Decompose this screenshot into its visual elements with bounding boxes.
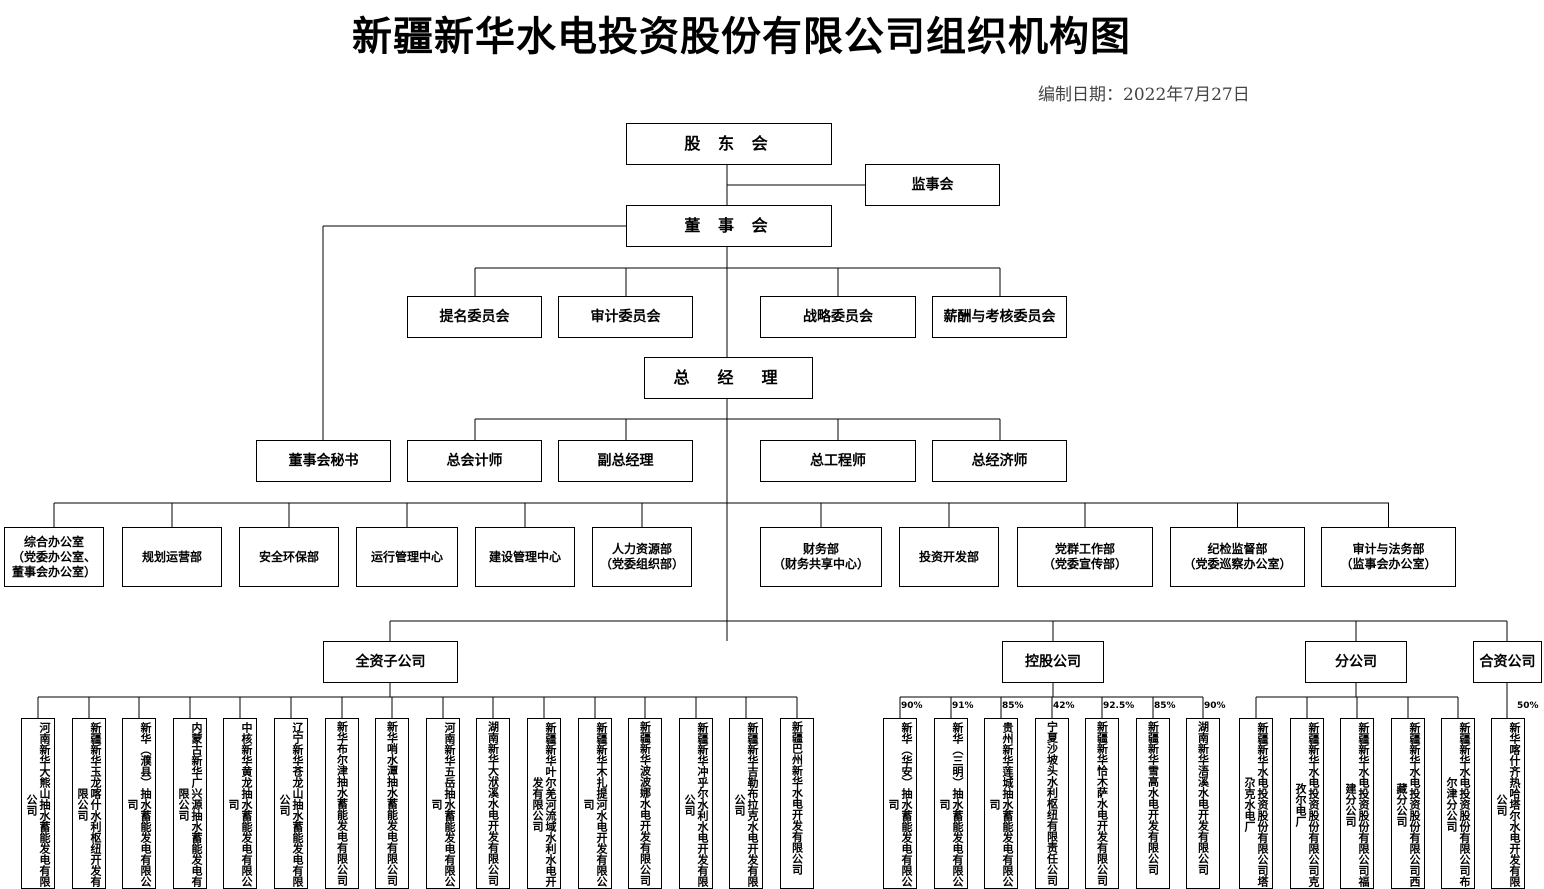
branch-company[interactable]: 新疆新华水电投资股份有限公司克孜尔电厂 <box>1290 718 1324 889</box>
holding-company-label: 湖南新华浯溪水电开发有限公司 <box>1196 721 1210 875</box>
ownership-percentage: 85% <box>1154 701 1176 711</box>
wholly-owned-company[interactable]: 新华（濮县）抽水蓄能发电有限公司 <box>122 718 156 889</box>
wholly-owned-company-label: 新疆新华吉勒布拉克水电开发有限公司 <box>733 722 759 887</box>
wholly-owned-company-label: 河南新华五岳抽水蓄能发电有限公司 <box>430 722 456 887</box>
executive-box[interactable]: 副总经理 <box>558 440 693 482</box>
branch-company[interactable]: 新疆新华水电投资股份有限公司西藏分公司 <box>1391 718 1425 889</box>
wholly-owned-company-label: 新疆新华冲乎尔水利水电开发有限公司 <box>683 722 709 887</box>
holding-company[interactable]: 新华（三明）抽水蓄能发电有限公司 <box>934 718 968 889</box>
holding-company-label: 新华（华安）抽水蓄能发电有限公司 <box>887 722 913 887</box>
department-box[interactable]: 投资开发部 <box>899 527 999 587</box>
wholly-owned-company-label: 河南新华大熊山抽水蓄能发电有限公司 <box>25 722 51 887</box>
wholly-owned-company-label: 新疆新华叶尔羌河流域水利水电开发有限公司 <box>531 722 557 887</box>
branch-company-label: 新疆新华水电投资股份有限公司福建分公司 <box>1344 722 1370 887</box>
wholly-owned-company-label: 新华（濮县）抽水蓄能发电有限公司 <box>126 722 152 887</box>
wholly-owned-company-label: 新华布尔津抽水蓄能发电有限公司 <box>335 721 349 886</box>
branch-company-label: 新疆新华水电投资股份有限公司塔尕克水电厂 <box>1243 722 1269 887</box>
wholly-owned-company[interactable]: 湖南新华大洑溪水电开发有限公司 <box>476 718 510 889</box>
department-box[interactable]: 纪检监督部（党委巡察办公室） <box>1170 527 1305 587</box>
executive-box[interactable]: 总经济师 <box>932 440 1067 482</box>
branch-category[interactable]: 分公司 <box>1305 641 1407 683</box>
holding-company-label: 新疆新华恰木萨水电开发有限公司 <box>1095 721 1109 886</box>
general-manager-box[interactable]: 总 经 理 <box>644 357 813 399</box>
supervisors-box[interactable]: 监事会 <box>865 164 1000 206</box>
wholly-owned-company[interactable]: 新疆新华木扎提河水电开发有限公司 <box>578 718 612 889</box>
joint-venture-category[interactable]: 合资公司 <box>1473 641 1542 683</box>
page-title: 新疆新华水电投资股份有限公司组织机构图 <box>352 13 1131 60</box>
holding-company-label: 宁夏沙坡头水利枢纽有限责任公司 <box>1045 721 1059 886</box>
holding-company[interactable]: 新疆新华雪高水电开发有限公司 <box>1136 718 1170 889</box>
branch-company[interactable]: 新疆新华水电投资股份有限公司布尔津分公司 <box>1441 718 1475 889</box>
department-box[interactable]: 规划运营部 <box>122 527 222 587</box>
executive-box[interactable]: 总工程师 <box>760 440 916 482</box>
branch-company-label: 新疆新华水电投资股份有限公司布尔津分公司 <box>1445 722 1471 887</box>
wholly-owned-company[interactable]: 中核新华黄龙抽水蓄能发电有限公司 <box>223 718 257 889</box>
holding-company[interactable]: 新华（华安）抽水蓄能发电有限公司 <box>883 718 917 889</box>
wholly-owned-company[interactable]: 新疆新华玉龙喀什水利枢纽开发有限公司 <box>72 718 106 889</box>
joint-venture-company[interactable]: 新华喀什齐热哈塔尔水电开发有限公司 <box>1491 718 1525 889</box>
holding-company[interactable]: 湖南新华浯溪水电开发有限公司 <box>1186 718 1220 889</box>
wholly-owned-company[interactable]: 新疆巴州新华水电开发有限公司 <box>780 718 814 889</box>
wholly-owned-company-label: 新疆新华木扎提河水电开发有限公司 <box>582 722 608 887</box>
holding-company-label: 新华（三明）抽水蓄能发电有限公司 <box>938 722 964 887</box>
wholly-owned-company-label: 新疆新华玉龙喀什水利枢纽开发有限公司 <box>76 722 102 887</box>
wholly-owned-company-label: 辽宁新华苍龙山抽水蓄能发电有限公司 <box>278 722 304 887</box>
ownership-percentage: 90% <box>901 701 923 711</box>
compile-date: 编制日期：2022年7月27日 <box>1038 85 1250 105</box>
holding-category[interactable]: 控股公司 <box>1002 641 1104 683</box>
holding-company[interactable]: 新疆新华恰木萨水电开发有限公司 <box>1085 718 1119 889</box>
wholly-owned-company-label: 新疆巴州新华水电开发有限公司 <box>790 721 804 875</box>
holding-company[interactable]: 宁夏沙坡头水利枢纽有限责任公司 <box>1035 718 1069 889</box>
board-box[interactable]: 董 事 会 <box>626 205 832 247</box>
wholly-owned-company[interactable]: 新疆新华冲乎尔水利水电开发有限公司 <box>679 718 713 889</box>
branch-company[interactable]: 新疆新华水电投资股份有限公司福建分公司 <box>1340 718 1374 889</box>
department-box[interactable]: 审计与法务部（监事会办公室） <box>1321 527 1456 587</box>
wholly-owned-company[interactable]: 河南新华五岳抽水蓄能发电有限公司 <box>426 718 460 889</box>
wholly-owned-company-label: 湖南新华大洑溪水电开发有限公司 <box>486 721 500 886</box>
wholly-owned-company[interactable]: 新疆新华波波娜水电开发有限公司 <box>628 718 662 889</box>
department-box[interactable]: 运行管理中心 <box>356 527 458 587</box>
shareholders-box[interactable]: 股 东 会 <box>626 123 832 165</box>
committee-box[interactable]: 提名委员会 <box>407 296 542 338</box>
wholly-owned-company[interactable]: 新华哨水潭抽水蓄能发电有限公司 <box>375 718 409 889</box>
wholly-owned-company[interactable]: 新疆新华叶尔羌河流域水利水电开发有限公司 <box>527 718 561 889</box>
committee-box[interactable]: 薪酬与考核委员会 <box>932 296 1067 338</box>
wholly-owned-company[interactable]: 辽宁新华苍龙山抽水蓄能发电有限公司 <box>274 718 308 889</box>
wholly-owned-company-label: 内蒙古新华广兴源抽水蓄能发电有限公司 <box>177 722 203 887</box>
department-box[interactable]: 党群工作部（党委宣传部） <box>1017 527 1153 587</box>
holding-company-label: 贵州新华莲城抽水蓄能发电有限公司 <box>988 722 1014 887</box>
ownership-percentage: 42% <box>1053 701 1075 711</box>
department-box[interactable]: 财务部（财务共享中心） <box>760 527 882 587</box>
wholly-owned-company[interactable]: 新华布尔津抽水蓄能发电有限公司 <box>325 718 359 889</box>
ownership-percentage: 85% <box>1002 701 1024 711</box>
ownership-percentage: 90% <box>1204 701 1226 711</box>
branch-company-label: 新疆新华水电投资股份有限公司西藏分公司 <box>1395 722 1421 887</box>
holding-company[interactable]: 贵州新华莲城抽水蓄能发电有限公司 <box>984 718 1018 889</box>
wholly-owned-company[interactable]: 河南新华大熊山抽水蓄能发电有限公司 <box>21 718 55 889</box>
ownership-percentage: 91% <box>952 701 974 711</box>
executive-box[interactable]: 董事会秘书 <box>256 440 391 482</box>
wholly-owned-company-label: 新华哨水潭抽水蓄能发电有限公司 <box>385 721 399 886</box>
ownership-percentage: 92.5% <box>1103 701 1135 711</box>
ownership-percentage: 50% <box>1517 701 1539 711</box>
wholly-owned-company-label: 中核新华黄龙抽水蓄能发电有限公司 <box>227 722 253 887</box>
joint-venture-company-label: 新华喀什齐热哈塔尔水电开发有限公司 <box>1495 722 1521 887</box>
department-box[interactable]: 人力资源部（党委组织部） <box>592 527 692 587</box>
branch-company-label: 新疆新华水电投资股份有限公司克孜尔电厂 <box>1294 722 1320 887</box>
committee-box[interactable]: 战略委员会 <box>760 296 916 338</box>
wholly-owned-category[interactable]: 全资子公司 <box>323 641 458 683</box>
committee-box[interactable]: 审计委员会 <box>558 296 693 338</box>
holding-company-label: 新疆新华雪高水电开发有限公司 <box>1146 721 1160 875</box>
department-box[interactable]: 建设管理中心 <box>475 527 575 587</box>
department-box[interactable]: 安全环保部 <box>239 527 339 587</box>
wholly-owned-company-label: 新疆新华波波娜水电开发有限公司 <box>638 721 652 886</box>
wholly-owned-company[interactable]: 新疆新华吉勒布拉克水电开发有限公司 <box>729 718 763 889</box>
department-box[interactable]: 综合办公室（党委办公室、董事会办公室） <box>4 527 104 587</box>
wholly-owned-company[interactable]: 内蒙古新华广兴源抽水蓄能发电有限公司 <box>173 718 207 889</box>
executive-box[interactable]: 总会计师 <box>407 440 542 482</box>
branch-company[interactable]: 新疆新华水电投资股份有限公司塔尕克水电厂 <box>1239 718 1273 889</box>
